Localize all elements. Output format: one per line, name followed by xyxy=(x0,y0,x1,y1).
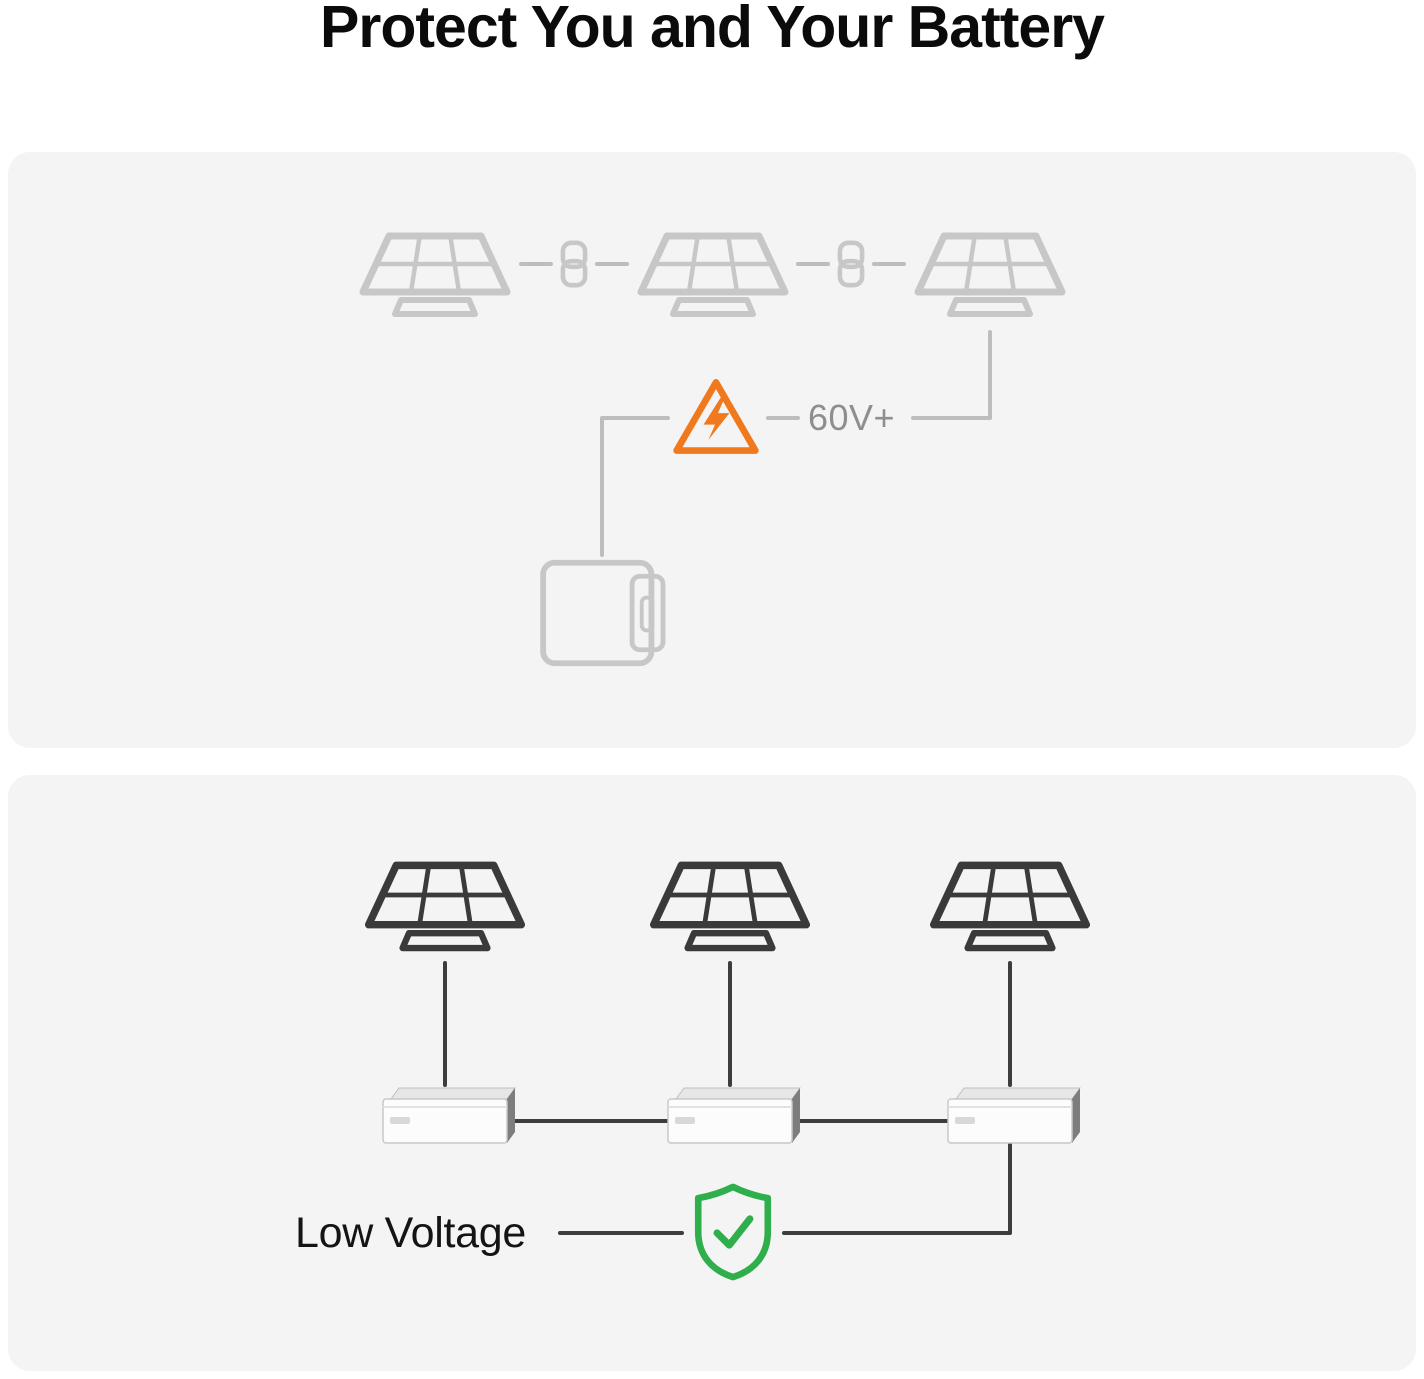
battery-icon xyxy=(543,563,663,664)
safety-check-shield-icon xyxy=(698,1187,768,1277)
parallel-wiring-lines xyxy=(443,961,1012,1235)
solar-panel-icon xyxy=(369,865,522,948)
voltage-60v-label: 60V+ xyxy=(808,397,896,438)
solar-panel-icon xyxy=(363,236,507,314)
microinverter-icon xyxy=(382,1087,516,1144)
series-wiring-lines xyxy=(519,262,992,557)
page-title: Protect You and Your Battery xyxy=(320,0,1105,60)
chain-link-icon xyxy=(840,243,862,285)
microinverter-icon xyxy=(947,1087,1081,1144)
high-voltage-diagram-card: 60V+ xyxy=(8,152,1416,748)
low-voltage-diagram-card: Low Voltage xyxy=(8,775,1416,1371)
low-voltage-label: Low Voltage xyxy=(295,1209,526,1257)
solar-panel-icon xyxy=(641,236,785,314)
solar-panel-icon xyxy=(918,236,1062,314)
solar-panel-icon xyxy=(934,865,1087,948)
high-voltage-warning-icon xyxy=(677,382,756,450)
chain-link-icon xyxy=(563,243,585,285)
microinverter-icon xyxy=(667,1087,801,1144)
solar-panel-icon xyxy=(654,865,807,948)
